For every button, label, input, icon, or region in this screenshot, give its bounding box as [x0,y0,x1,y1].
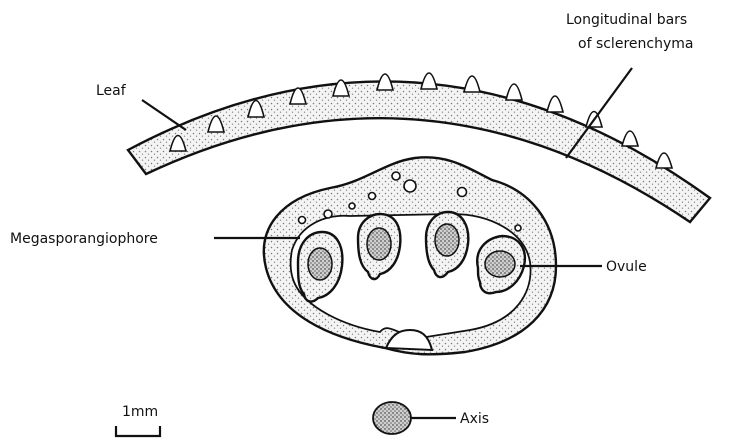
sclerenchyma-bar [656,153,672,168]
label-bars-line1: Longitudinal bars [566,12,687,28]
label-ovule: Ovule [606,259,647,275]
scale-bar-line [116,426,160,436]
label-axis: Axis [460,411,489,427]
megasporangiophore-structure [264,157,556,354]
axis-disc [373,402,411,434]
ovule-nucellus [308,248,332,280]
ovule-nucellus [435,224,459,256]
sclerenchyma-bar [622,131,638,146]
axis-section [373,402,411,434]
resin-canal [458,188,467,197]
sclerenchyma-bar [506,84,522,100]
label-scale: 1mm [122,404,158,420]
sclerenchyma-bar [377,74,393,90]
scale-bar [116,426,160,436]
sclerenchyma-bar [421,73,437,89]
label-bars-line2: of sclerenchyma [578,36,693,52]
ovule-nucellus [367,228,391,260]
label-megasporangiophore: Megasporangiophore [10,231,158,247]
ovule-nucellus [485,251,515,277]
label-leaf: Leaf [96,83,127,99]
leaf-leader [142,100,186,130]
resin-canal [392,172,400,180]
resin-canal [349,203,355,209]
sclerenchyma-bar [464,76,480,92]
resin-canal [299,217,306,224]
resin-canal [369,193,376,200]
resin-canal [515,225,521,231]
resin-canal [324,210,332,218]
resin-canal [404,180,416,192]
sclerenchyma-bar [547,96,563,112]
